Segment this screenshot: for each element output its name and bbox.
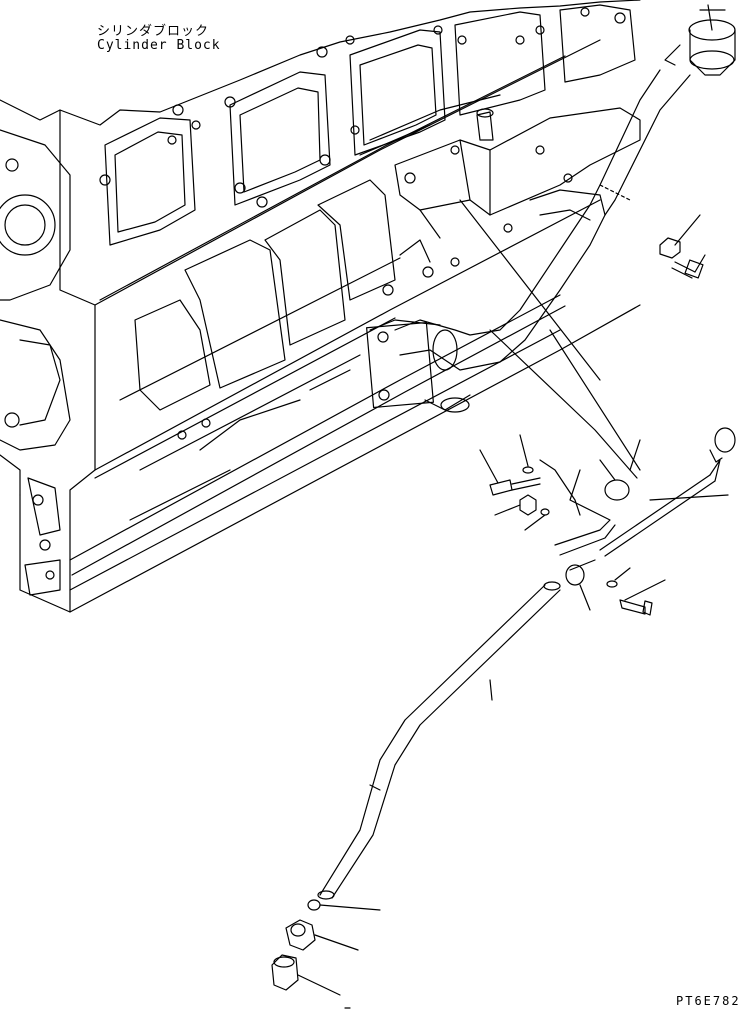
bolt-cluster-right [607,568,665,615]
cylinder-block-label-jp: シリンダブロック [97,24,210,39]
block-lower-edge [20,305,640,612]
jacket-panel-3 [265,210,345,345]
bolt-cluster-left [480,435,580,530]
jacket-panel-2 [185,240,285,388]
block-outline [0,0,640,125]
boss [477,112,493,140]
breather-pipe [367,5,735,412]
deck-bolt-bosses [100,8,625,207]
dipstick [570,428,735,570]
bolt-nut-right [600,185,705,278]
oil-filler-bracket [360,95,640,238]
bottom-fittings [272,900,380,1008]
cylinder-block-label-en: Cylinder Block [97,38,221,53]
dipstick-guide-tube [318,565,590,899]
guide-cap [566,565,584,585]
front-plate [0,130,70,300]
leader-lines [460,200,640,478]
cylinder-block [0,0,640,612]
drawing-code: PT6E782 [676,994,741,1008]
filler-cap [690,30,735,75]
jacket-panel-1 [135,300,210,410]
guide-bracket [555,440,640,555]
jacket-panel-4 [318,180,395,300]
